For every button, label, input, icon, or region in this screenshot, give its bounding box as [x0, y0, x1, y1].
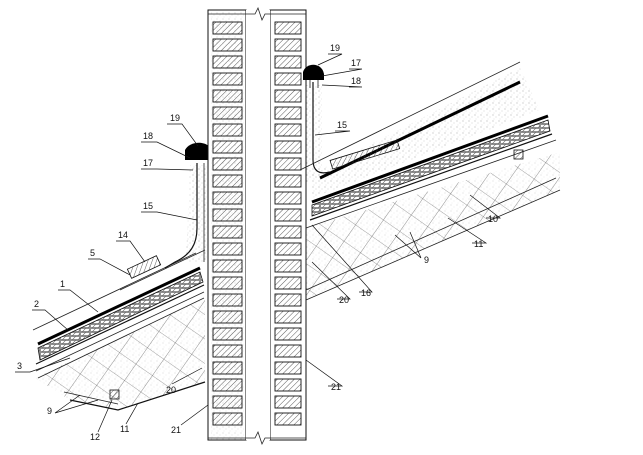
label-18-right: 18 [351, 76, 361, 86]
label-12: 12 [90, 432, 100, 442]
brick [274, 293, 302, 307]
brick [212, 106, 243, 120]
label-10: 10 [488, 214, 498, 224]
label-20-right: 20 [339, 295, 349, 305]
chimney [207, 6, 307, 446]
brick [212, 259, 243, 273]
brick [212, 55, 243, 69]
brick [212, 276, 243, 290]
right-flashing [303, 64, 331, 182]
left-board-strip [37, 271, 204, 361]
brick [274, 276, 302, 290]
brick [274, 361, 302, 375]
brick [212, 344, 243, 358]
label-15-right: 15 [337, 120, 347, 130]
brick [274, 89, 302, 103]
brick [212, 140, 243, 154]
brick [274, 412, 302, 426]
right-roof-slope [299, 61, 561, 301]
label-2: 2 [34, 299, 39, 309]
chimney-flue [246, 10, 270, 440]
brick [212, 38, 243, 52]
brick [274, 21, 302, 35]
brick [212, 89, 243, 103]
brick [274, 38, 302, 52]
label-20-left: 20 [166, 385, 176, 395]
brick [212, 21, 243, 35]
brick [274, 395, 302, 409]
brick [274, 55, 302, 69]
brick [212, 72, 243, 86]
brick [212, 378, 243, 392]
brick [274, 106, 302, 120]
brick [212, 225, 243, 239]
label-19-left: 19 [170, 113, 180, 123]
label-15-left: 15 [143, 201, 153, 211]
brick [212, 208, 243, 222]
label-17-right: 17 [351, 58, 361, 68]
brick [212, 412, 243, 426]
brick [274, 72, 302, 86]
brick [274, 140, 302, 154]
right-board-strip [311, 119, 551, 217]
brick [274, 157, 302, 171]
label-9-right: 9 [424, 255, 429, 265]
label-14: 14 [118, 230, 128, 240]
left-fixing-block [109, 389, 120, 400]
brick [212, 191, 243, 205]
label-5: 5 [90, 248, 95, 258]
label-1: 1 [60, 279, 65, 289]
brick [212, 157, 243, 171]
label-21-left: 21 [171, 425, 181, 435]
brick [212, 327, 243, 341]
label-18-left: 18 [143, 131, 153, 141]
label-21-right: 21 [331, 382, 341, 392]
brick [274, 208, 302, 222]
left-flashing [119, 142, 212, 291]
label-16: 16 [361, 288, 371, 298]
brick [274, 225, 302, 239]
label-9-left: 9 [47, 406, 52, 416]
label-11-left: 11 [120, 424, 129, 434]
brick [274, 191, 302, 205]
brick [212, 242, 243, 256]
brick [274, 344, 302, 358]
callout-labels: 19 18 17 15 14 5 1 2 3 9 12 11 2 [15, 43, 502, 442]
brick [274, 259, 302, 273]
brick [274, 123, 302, 137]
brick [212, 361, 243, 375]
brick [212, 395, 243, 409]
label-3: 3 [17, 361, 22, 371]
left-roof-slope [32, 252, 206, 411]
brick [274, 327, 302, 341]
brick [274, 378, 302, 392]
brick [274, 174, 302, 188]
label-19-right: 19 [330, 43, 340, 53]
brick [212, 310, 243, 324]
right-fixing-block [513, 149, 524, 160]
brick [212, 293, 243, 307]
brick [274, 310, 302, 324]
label-17-left: 17 [143, 158, 153, 168]
brick [274, 242, 302, 256]
brick [212, 123, 243, 137]
brick [212, 174, 243, 188]
label-11-right: 11 [474, 239, 483, 249]
